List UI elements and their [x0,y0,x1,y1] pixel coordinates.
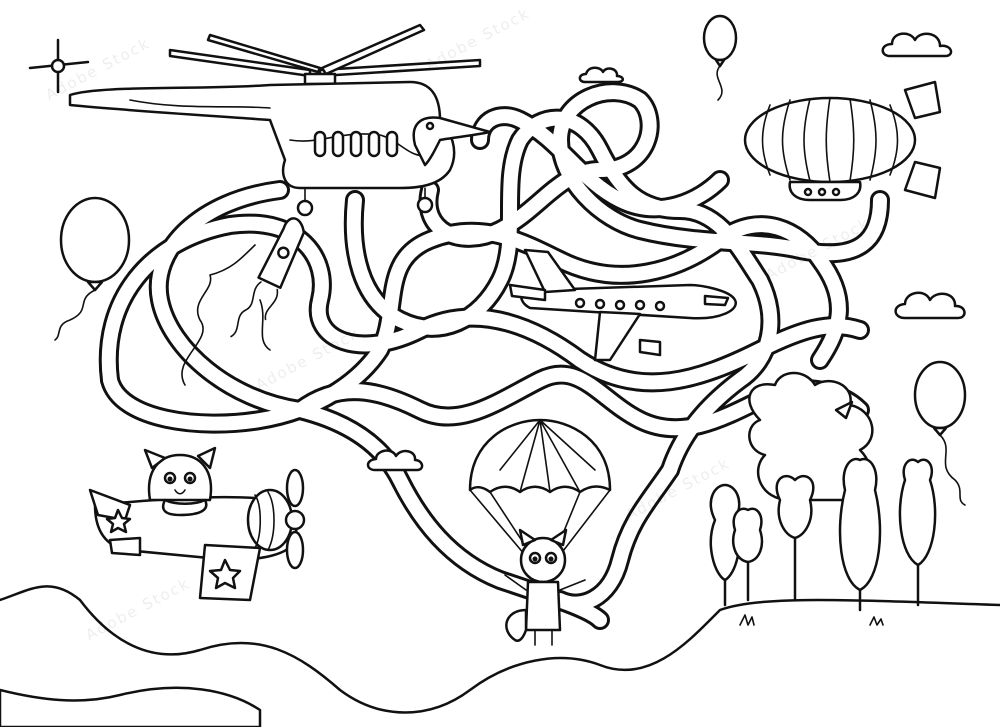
cloud-icon [894,291,966,320]
tail-rotor-icon [28,38,90,94]
star-icon [105,508,132,534]
balloon-icon [54,196,131,341]
helicopter[interactable] [28,23,482,217]
cloud-icon [578,66,624,84]
balloon-icon [702,14,738,101]
airplane-windows [574,294,730,312]
airship-stripes [761,97,899,183]
ground-hills [0,585,1000,714]
airship[interactable] [743,80,942,202]
tree-icon [898,458,937,607]
raccoon-parachutist[interactable] [504,528,586,646]
tree-icon [731,507,764,602]
rocket[interactable] [230,215,310,347]
bush-icon [748,371,874,502]
star-icon [208,558,242,590]
forest [709,371,937,626]
arrow-icon [834,400,854,420]
cloud-icon [881,32,953,58]
tree-icon [775,474,815,602]
ground-hills-lower [0,686,262,727]
airplane[interactable] [508,248,737,362]
stock-id-label: 377893982 [0,506,1,589]
parachute[interactable] [468,418,612,556]
propeller-plane[interactable] [88,446,306,602]
tree-icon [709,483,741,607]
cloud-icon [366,449,424,472]
smoke-trail [181,244,271,386]
helicopter-body [68,80,456,190]
wheel-icon [416,196,434,214]
wheel-icon [296,199,314,217]
tree-icon [838,457,882,612]
helicopter-windows [313,130,399,158]
main-rotor-icon [168,23,482,86]
pelican-pilot[interactable] [412,116,492,167]
propeller-icon [284,468,306,570]
cat-pilot[interactable] [143,446,217,517]
balloon-icon [913,360,967,506]
